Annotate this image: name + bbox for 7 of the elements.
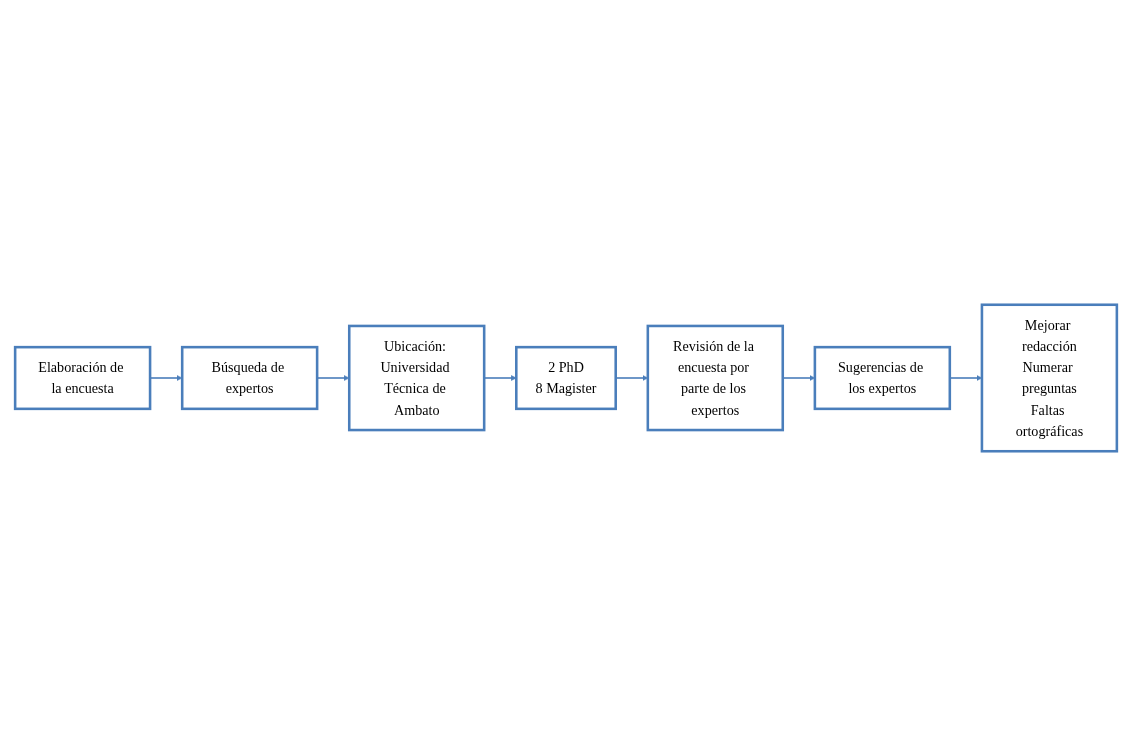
node-box: Ubicación: Universidad Técnica de Ambato xyxy=(347,324,486,432)
node-box: Revisión de la encuesta por parte de los expertos xyxy=(646,324,785,432)
node-box: 2 PhD 8 Magister xyxy=(515,345,617,411)
node-box: Elaboración de la encuesta xyxy=(13,345,152,411)
node-box: Sugerencias de los expertos xyxy=(813,345,952,411)
node-box: Mejorar redacción Numerar preguntas Faltas ortográficas xyxy=(980,303,1119,453)
node-box: Búsqueda de expertos xyxy=(180,345,319,411)
